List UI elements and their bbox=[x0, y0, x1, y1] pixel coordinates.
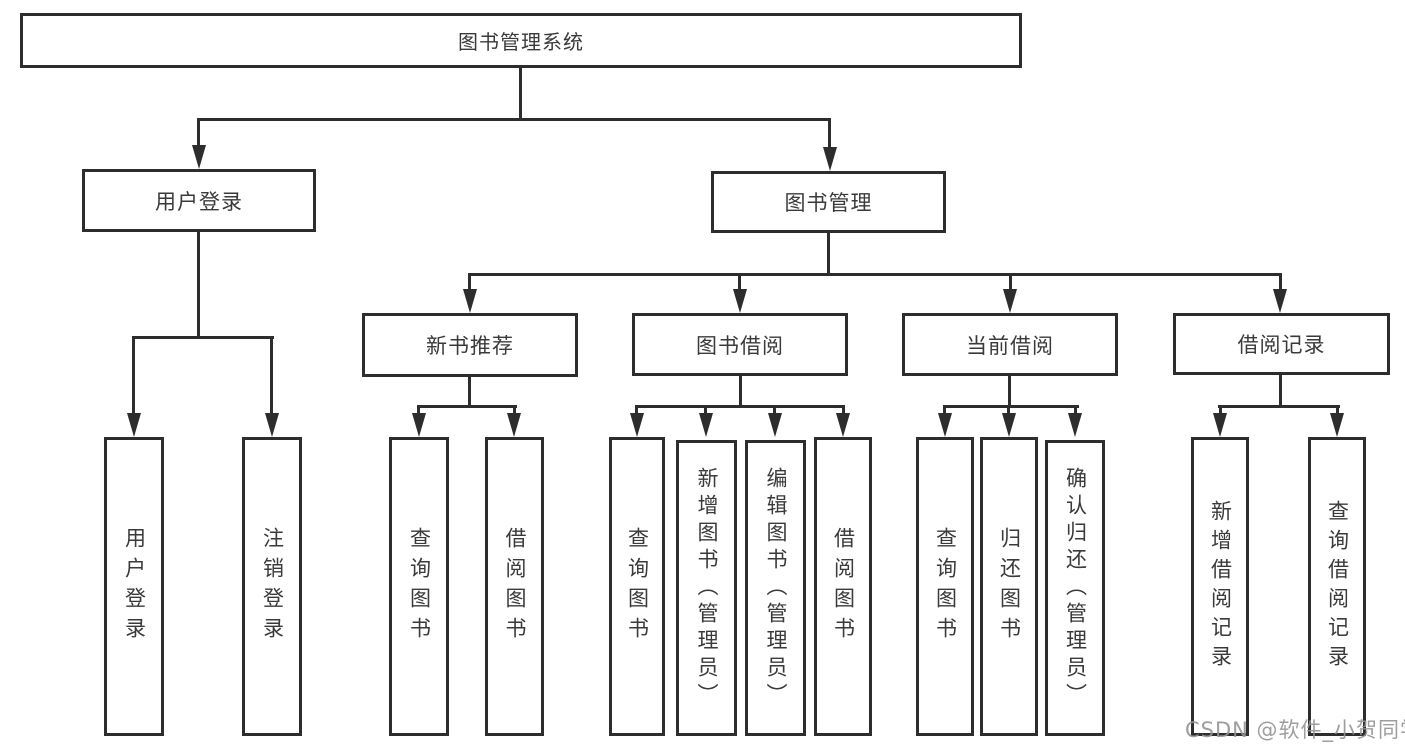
connector-line bbox=[635, 405, 638, 417]
connector-line bbox=[270, 336, 273, 416]
connector-line bbox=[842, 405, 845, 417]
connector-line bbox=[635, 405, 845, 408]
leaf-query-books-borrowing: 查询图书 bbox=[609, 437, 665, 736]
connector-line bbox=[468, 273, 471, 295]
connector-line bbox=[1008, 376, 1011, 407]
connector-line bbox=[468, 377, 471, 407]
connector-line bbox=[519, 66, 522, 120]
connector-line bbox=[1074, 405, 1077, 417]
arrow-down-icon bbox=[1273, 289, 1287, 313]
connector-line bbox=[132, 336, 274, 339]
connector-line bbox=[943, 405, 1079, 408]
arrow-down-icon bbox=[938, 413, 952, 437]
arrow-down-icon bbox=[1003, 289, 1017, 313]
arrow-down-icon bbox=[836, 413, 850, 437]
node-label: 用户登录 bbox=[155, 189, 243, 214]
arrow-down-icon bbox=[630, 413, 644, 437]
node-label: 用户登录 bbox=[122, 526, 147, 647]
leaf-add-books-admin: 新增图书（管理员） bbox=[676, 440, 737, 736]
leaf-user-login: 用户登录 bbox=[104, 437, 164, 736]
connector-line bbox=[417, 405, 517, 408]
connector-line bbox=[197, 118, 200, 150]
node-label: 当前借阅 bbox=[966, 333, 1054, 358]
node-borrowing-records: 借阅记录 bbox=[1173, 313, 1390, 375]
leaf-logout: 注销登录 bbox=[242, 437, 302, 736]
connector-line bbox=[417, 405, 420, 417]
connector-line bbox=[1218, 405, 1340, 408]
connector-line bbox=[468, 273, 1282, 276]
arrow-down-icon bbox=[507, 413, 521, 437]
leaf-return-books: 归还图书 bbox=[980, 437, 1038, 736]
leaf-add-borrowing-record: 新增借阅记录 bbox=[1191, 437, 1249, 736]
node-label: 查询图书 bbox=[625, 526, 650, 647]
connector-line bbox=[197, 232, 200, 339]
arrow-down-icon bbox=[768, 413, 782, 437]
connector-line bbox=[943, 405, 946, 417]
node-new-book-recommendation: 新书推荐 bbox=[362, 313, 578, 377]
connector-line bbox=[739, 376, 742, 407]
connector-line bbox=[1279, 375, 1282, 407]
node-label: 归还图书 bbox=[997, 526, 1022, 647]
node-label: 确认归还（管理员） bbox=[1063, 466, 1088, 710]
node-label: 新增借阅记录 bbox=[1208, 499, 1233, 674]
node-label: 图书管理 bbox=[784, 191, 873, 215]
node-label: 注销登录 bbox=[260, 526, 285, 647]
node-label: 借阅图书 bbox=[831, 526, 856, 647]
arrow-down-icon bbox=[1002, 413, 1016, 437]
connector-line bbox=[738, 273, 741, 295]
node-label: 查询借阅记录 bbox=[1325, 499, 1350, 674]
arrow-down-icon bbox=[1330, 413, 1344, 437]
connector-line bbox=[828, 118, 831, 152]
node-user-login: 用户登录 bbox=[82, 169, 316, 232]
node-label: 查询图书 bbox=[407, 526, 432, 647]
node-label: 借阅记录 bbox=[1237, 333, 1326, 357]
arrow-down-icon bbox=[733, 289, 747, 313]
connector-line bbox=[132, 336, 135, 416]
node-label: 图书借阅 bbox=[696, 333, 784, 358]
node-label: 新增图书（管理员） bbox=[695, 466, 719, 710]
connector-line bbox=[1007, 405, 1010, 417]
arrow-down-icon bbox=[699, 413, 713, 437]
connector-line bbox=[1009, 273, 1012, 295]
node-label: 新书推荐 bbox=[426, 334, 514, 358]
leaf-confirm-return-admin: 确认归还（管理员） bbox=[1045, 440, 1105, 736]
arrow-down-icon bbox=[192, 145, 206, 169]
node-book-borrowing: 图书借阅 bbox=[632, 313, 848, 376]
connector-line bbox=[1279, 273, 1282, 295]
connector-line bbox=[1336, 405, 1339, 417]
node-label: 查询图书 bbox=[933, 526, 958, 647]
node-current-borrowing: 当前借阅 bbox=[902, 313, 1118, 376]
arrow-down-icon bbox=[823, 147, 837, 171]
leaf-edit-books-admin: 编辑图书（管理员） bbox=[745, 440, 806, 736]
arrow-down-icon bbox=[1213, 413, 1227, 437]
leaf-query-books-recommend: 查询图书 bbox=[389, 437, 449, 736]
connector-line bbox=[197, 118, 831, 121]
node-label: 借阅图书 bbox=[503, 526, 527, 647]
arrow-down-icon bbox=[127, 413, 141, 437]
leaf-query-borrowing-record: 查询借阅记录 bbox=[1308, 437, 1366, 736]
connector-line bbox=[1219, 405, 1222, 417]
connector-line bbox=[827, 233, 830, 275]
node-label: 编辑图书（管理员） bbox=[764, 466, 788, 710]
node-book-management: 图书管理 bbox=[711, 171, 946, 233]
arrow-down-icon bbox=[1068, 413, 1082, 437]
csdn-watermark: CSDN @软件_小贺同学 bbox=[1185, 718, 1405, 742]
connector-line bbox=[704, 405, 707, 417]
connector-line bbox=[513, 405, 516, 417]
node-label: 图书管理系统 bbox=[458, 30, 584, 54]
arrow-down-icon bbox=[265, 413, 279, 437]
arrow-down-icon bbox=[412, 413, 426, 437]
arrow-down-icon bbox=[463, 289, 477, 313]
leaf-query-books-current: 查询图书 bbox=[916, 437, 974, 736]
node-library-management-system: 图书管理系统 bbox=[20, 13, 1022, 68]
connector-line bbox=[773, 405, 776, 417]
leaf-borrow-books-recommend: 借阅图书 bbox=[485, 437, 544, 736]
leaf-borrow-books-borrowing: 借阅图书 bbox=[814, 437, 872, 736]
